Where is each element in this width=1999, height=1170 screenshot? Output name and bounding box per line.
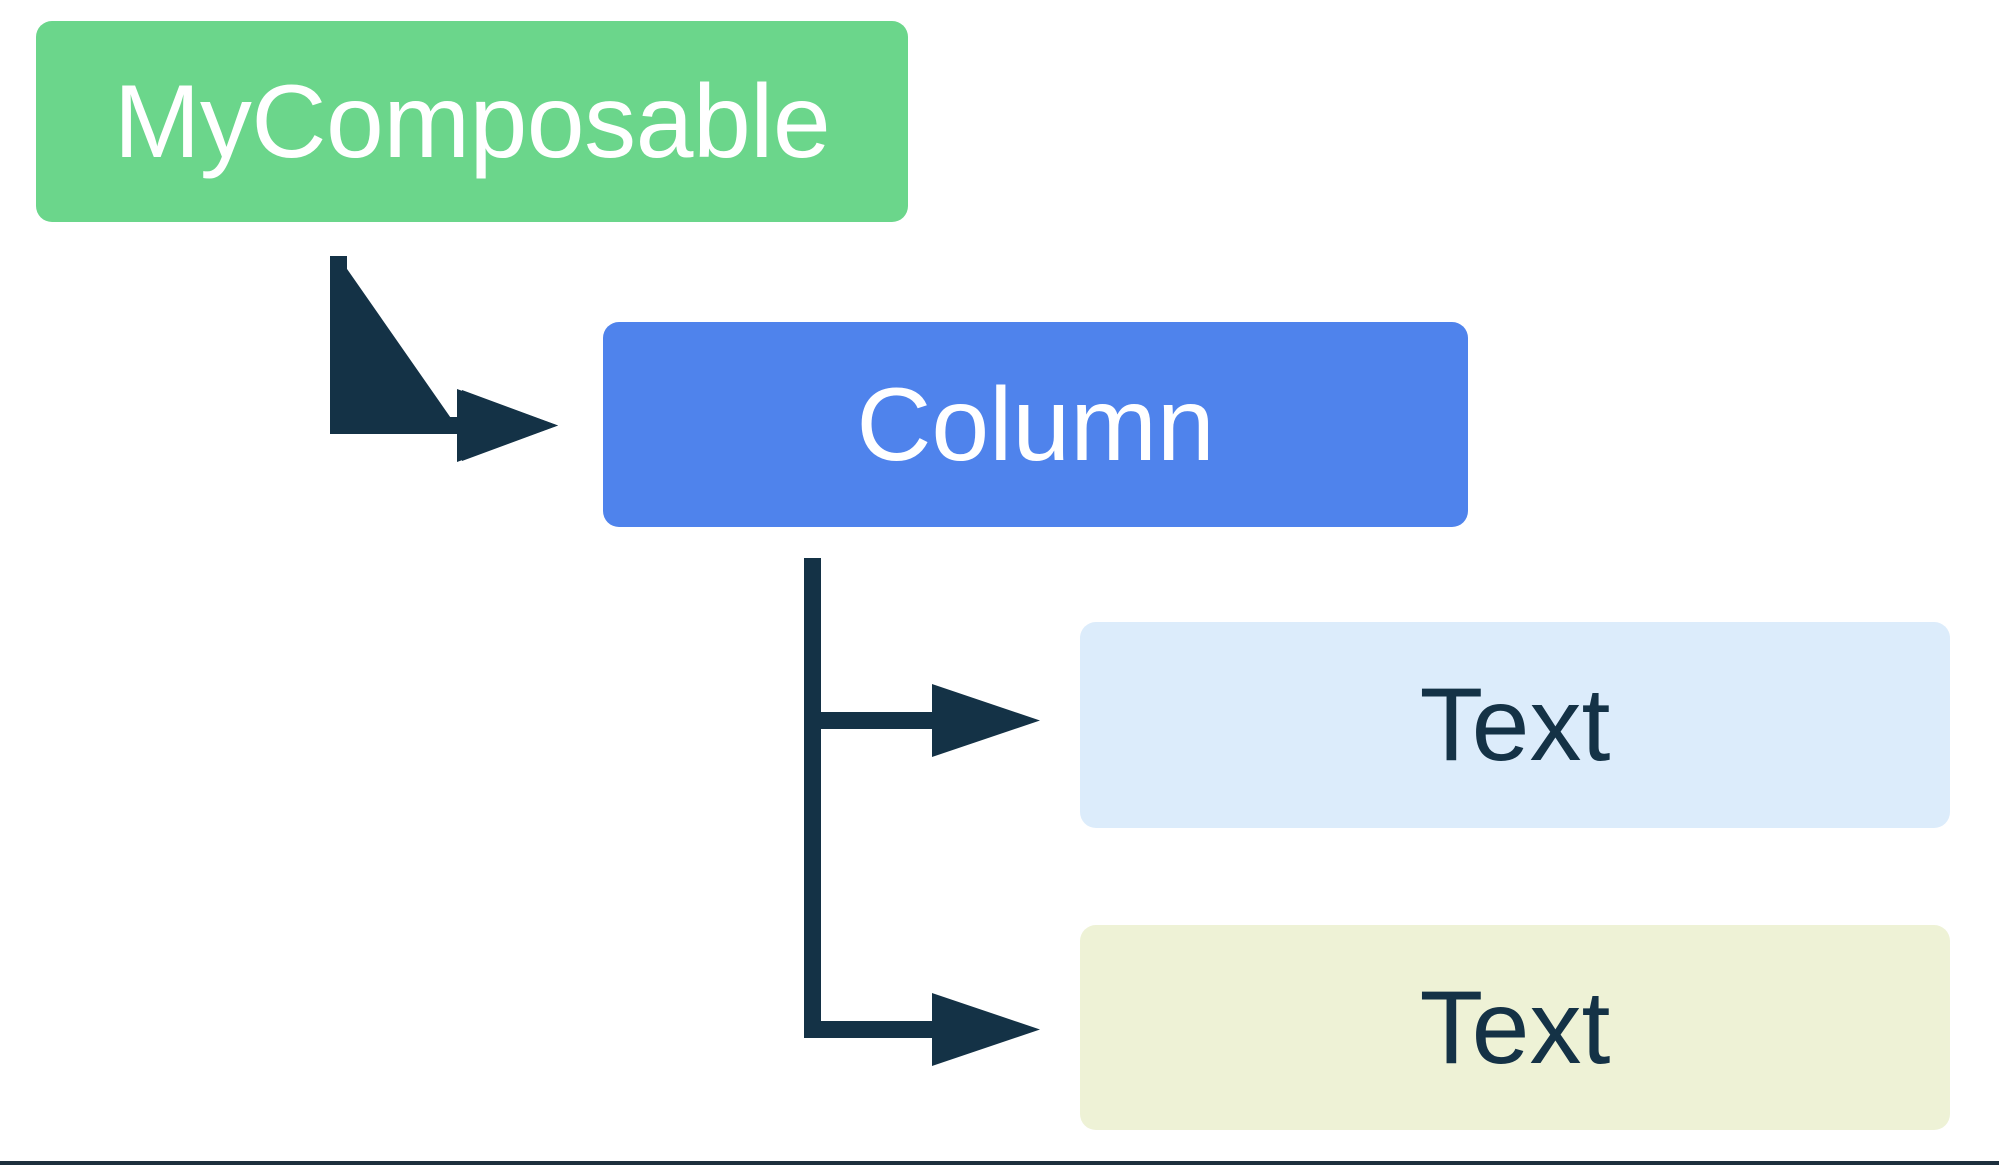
node-text-1[interactable]: Text [1080,622,1950,828]
node-column[interactable]: Column [603,322,1468,527]
node-mycomposable[interactable]: MyComposable [36,21,908,222]
node-text-1-label: Text [1419,667,1611,783]
node-text-2-label: Text [1419,969,1611,1086]
node-mycomposable-label: MyComposable [113,63,831,180]
node-column-label: Column [856,366,1215,483]
edge-column-to-text-1-arrow [804,558,1040,760]
bottom-divider [0,1161,1999,1165]
edge-root-to-column-arrow [330,256,558,462]
edge-column-to-text-2-arrow [804,712,1040,1066]
node-text-2[interactable]: Text [1080,925,1950,1130]
